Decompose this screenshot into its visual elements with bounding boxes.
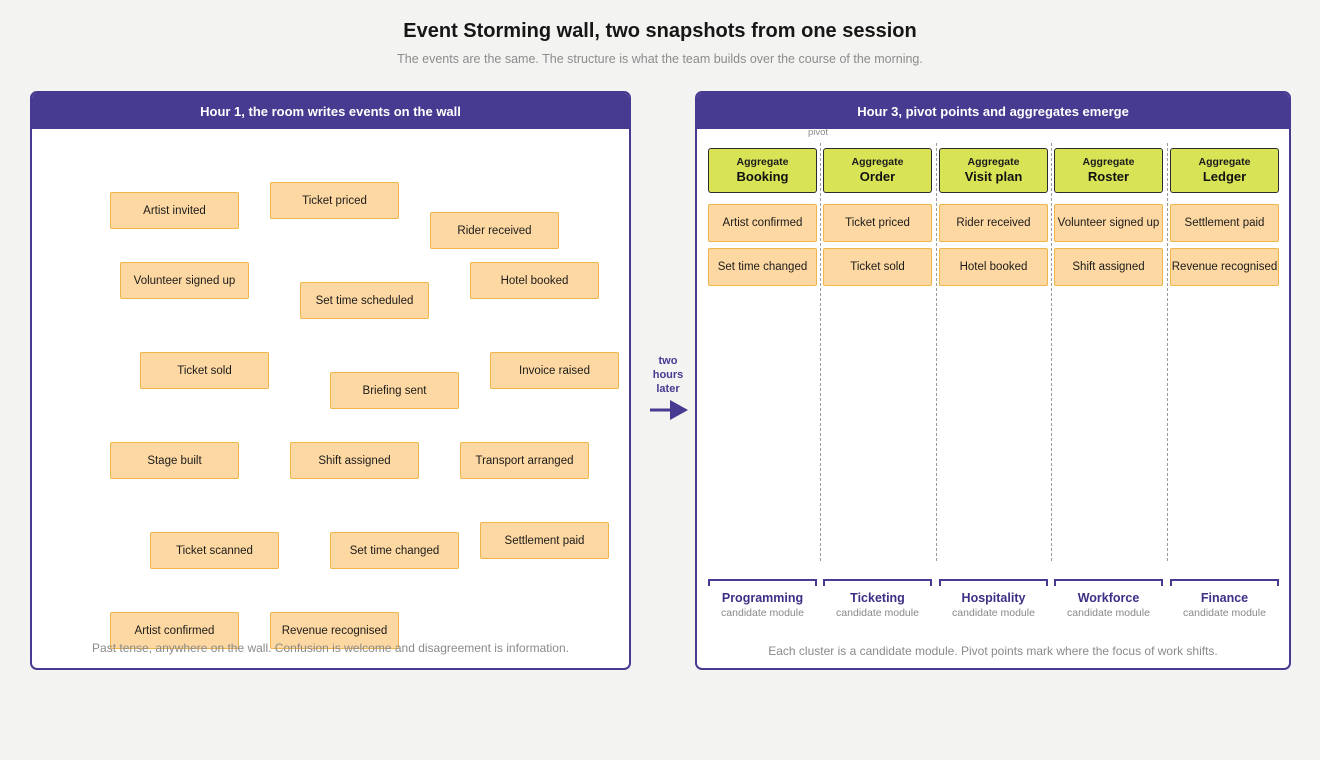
aggregate-card-ledger[interactable]: Aggregate Ledger [1170, 148, 1279, 193]
module-name: Hospitality [961, 591, 1026, 605]
hour-1-note: Past tense, anywhere on the wall. Confus… [92, 641, 569, 655]
aggregate-name: Booking [736, 169, 789, 184]
event-sticky[interactable]: Settlement paid [1170, 204, 1279, 242]
pivot-line [820, 143, 821, 561]
event-sticky[interactable]: Ticket sold [823, 248, 932, 286]
page-title: Event Storming wall, two snapshots from … [403, 20, 917, 42]
hour-1-header: Hour 1, the room writes events on the wa… [32, 93, 629, 129]
aggregate-kind: Aggregate [967, 156, 1020, 168]
module-bracket [708, 579, 817, 586]
event-sticky[interactable]: Set time scheduled [300, 282, 429, 319]
event-sticky[interactable]: Set time changed [330, 532, 459, 569]
module-name: Finance [1200, 591, 1249, 605]
event-sticky[interactable]: Ticket sold [140, 352, 269, 389]
event-sticky[interactable]: Artist confirmed [708, 204, 817, 242]
pivot-line [936, 143, 937, 561]
event-sticky[interactable]: Hotel booked [470, 262, 599, 299]
module-bracket [1170, 579, 1279, 586]
event-sticky[interactable]: Artist invited [110, 192, 239, 229]
aggregate-name: Visit plan [964, 169, 1023, 184]
hour-3-header: Hour 3, pivot points and aggregates emer… [697, 93, 1289, 129]
event-sticky[interactable]: Volunteer signed up [1054, 204, 1163, 242]
aggregate-name: Roster [1087, 169, 1130, 184]
module-programming: Programming candidate module [708, 579, 817, 619]
transition-label-line: two [658, 355, 678, 367]
module-caption: candidate module [952, 607, 1035, 619]
aggregate-kind: Aggregate [1198, 156, 1251, 168]
hour-3-note: Each cluster is a candidate module. Pivo… [768, 644, 1218, 658]
module-bracket [1054, 579, 1163, 586]
aggregate-card-roster[interactable]: Aggregate Roster [1054, 148, 1163, 193]
aggregate-card-visit-plan[interactable]: Aggregate Visit plan [939, 148, 1048, 193]
aggregate-kind: Aggregate [736, 156, 789, 168]
module-name: Programming [721, 591, 804, 605]
right-arrow-icon [650, 400, 688, 420]
aggregate-kind: Aggregate [851, 156, 904, 168]
page-subtitle: The events are the same. The structure i… [397, 52, 923, 66]
event-sticky[interactable]: Ticket scanned [150, 532, 279, 569]
pivot-line [1167, 143, 1168, 561]
module-bracket [939, 579, 1048, 586]
event-sticky[interactable]: Revenue recognised [1170, 248, 1279, 286]
event-sticky[interactable]: Rider received [430, 212, 559, 249]
module-hospitality: Hospitality candidate module [939, 579, 1048, 619]
event-sticky[interactable]: Shift assigned [290, 442, 419, 479]
transition-label: two hours later [645, 354, 691, 396]
aggregate-card-order[interactable]: Aggregate Order [823, 148, 932, 193]
aggregate-kind: Aggregate [1082, 156, 1135, 168]
module-caption: candidate module [1183, 607, 1266, 619]
event-sticky[interactable]: Ticket priced [270, 182, 399, 219]
event-sticky[interactable]: Shift assigned [1054, 248, 1163, 286]
transition-label-line: hours [652, 369, 684, 381]
module-finance: Finance candidate module [1170, 579, 1279, 619]
module-name: Workforce [1077, 591, 1140, 605]
event-sticky[interactable]: Set time changed [708, 248, 817, 286]
aggregate-card-booking[interactable]: Aggregate Booking [708, 148, 817, 193]
event-sticky[interactable]: Ticket priced [823, 204, 932, 242]
event-sticky[interactable]: Rider received [939, 204, 1048, 242]
module-caption: candidate module [721, 607, 804, 619]
aggregate-name: Ledger [1202, 169, 1247, 184]
event-sticky[interactable]: Revenue recognised [270, 612, 399, 649]
event-sticky[interactable]: Hotel booked [939, 248, 1048, 286]
aggregate-name: Order [859, 169, 896, 184]
pivot-line [1051, 143, 1052, 561]
module-caption: candidate module [836, 607, 919, 619]
pivot-label: pivot [808, 127, 829, 138]
module-name: Ticketing [850, 591, 905, 605]
event-sticky[interactable]: Transport arranged [460, 442, 589, 479]
module-ticketing: Ticketing candidate module [823, 579, 932, 619]
module-caption: candidate module [1067, 607, 1150, 619]
event-sticky[interactable]: Briefing sent [330, 372, 459, 409]
event-sticky[interactable]: Settlement paid [480, 522, 609, 559]
event-sticky[interactable]: Artist confirmed [110, 612, 239, 649]
hour-1-panel: Hour 1, the room writes events on the wa… [30, 91, 631, 670]
hour-3-panel: Hour 3, pivot points and aggregates emer… [695, 91, 1291, 670]
module-workforce: Workforce candidate module [1054, 579, 1163, 619]
transition-label-line: later [656, 383, 680, 395]
event-sticky[interactable]: Stage built [110, 442, 239, 479]
event-sticky[interactable]: Invoice raised [490, 352, 619, 389]
event-sticky[interactable]: Volunteer signed up [120, 262, 249, 299]
module-bracket [823, 579, 932, 586]
